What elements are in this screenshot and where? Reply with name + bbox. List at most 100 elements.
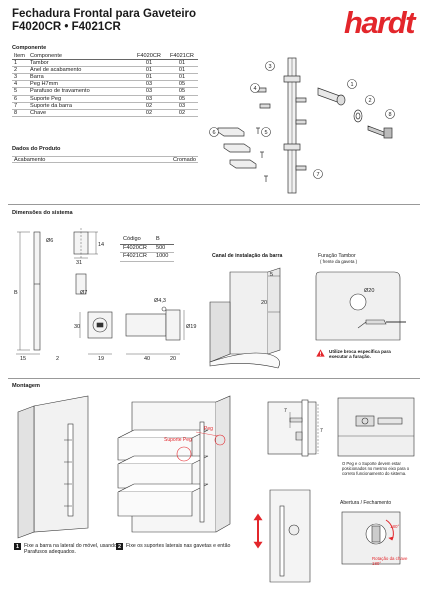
title-line-2: F4020CR • F4021CR xyxy=(12,21,121,33)
component-name-cell: Anel de acabamento xyxy=(30,67,82,74)
components-row: 1 Tambor 01 01 xyxy=(12,60,198,67)
component-name-cell: Chave xyxy=(30,109,47,116)
callout-5: 5 xyxy=(264,130,267,136)
component-f4020-cell: 02 xyxy=(145,109,153,116)
peg-label: Peg xyxy=(204,426,213,432)
col-item: Item xyxy=(12,53,28,61)
warning-icon xyxy=(316,349,325,357)
channel-dim-20: 20 xyxy=(261,300,267,306)
component-f4020-cell: 02 xyxy=(145,102,153,109)
component-item-cell: 7 xyxy=(14,102,18,109)
component-item-cell: 8 xyxy=(14,109,18,116)
dim-d15: 15 xyxy=(20,356,26,362)
code-header-row: Código B xyxy=(120,236,175,245)
component-f4021-cell: 01 xyxy=(178,67,186,74)
suporte-peg-label: Suporte Peg xyxy=(164,437,192,443)
divider-2 xyxy=(8,378,420,379)
components-header-row: Item Componente F4020CR F4021CR xyxy=(12,53,198,61)
components-row: 5 Parafuso de travamento 03 05 xyxy=(12,88,198,96)
peg-alignment-drawing: 7 7 xyxy=(267,399,323,457)
dim-d19b: 19 xyxy=(98,356,104,362)
mounting-step2-drawing: Suporte Peg Peg xyxy=(117,395,231,533)
component-item-cell: 6 xyxy=(14,95,18,102)
key-rotation-drawing: 180° xyxy=(341,511,401,565)
code-row: F4020CR 500 xyxy=(120,244,175,253)
mounting-step1-drawing xyxy=(17,395,89,539)
align-dim-7b: 7 xyxy=(320,428,323,434)
dim-d7: Ø7 xyxy=(80,290,87,296)
code-cell: F4021CR xyxy=(120,252,153,262)
code-b-cell: 500 xyxy=(152,244,175,253)
code-header-b: B xyxy=(152,236,175,245)
dimensions-section-label: Dimensões do sistema xyxy=(12,210,73,216)
product-data-label: Dados do Produto xyxy=(12,146,61,152)
component-f4021-cell: 01 xyxy=(178,74,186,81)
callout-2: 2 xyxy=(368,98,371,104)
mounting-section-label: Montagem xyxy=(12,383,40,389)
dim-d2: 2 xyxy=(56,356,59,362)
component-item-cell: 2 xyxy=(14,67,18,74)
component-name-cell: Tambor xyxy=(30,60,49,67)
callout-7: 7 xyxy=(316,172,319,178)
rotation-label: Rotação da chave 180° xyxy=(372,556,408,566)
component-f4020-cell: 01 xyxy=(145,74,153,81)
component-f4021-cell: 05 xyxy=(178,81,186,88)
dimension-drawing: Ø6 14 31 Ø7 Ø4,3 30 Ø19 B 15 2 19 40 20 xyxy=(14,228,196,362)
col-component: Componente xyxy=(28,53,132,61)
components-table: Item Componente F4020CR F4021CR 1 Tambor 0… xyxy=(12,53,198,117)
code-header-code: Código xyxy=(120,236,153,245)
finish-label: Acabamento xyxy=(14,157,46,163)
component-item-cell: 5 xyxy=(14,88,18,95)
component-f4021-cell: 02 xyxy=(178,109,186,116)
angle-label: 180° xyxy=(390,524,400,529)
component-f4020-cell: 03 xyxy=(145,95,153,102)
step-2-text: Fixe os suportes laterais nas gavetas e … xyxy=(126,543,231,549)
dim-d30: 30 xyxy=(74,324,80,330)
component-f4021-cell: 05 xyxy=(178,95,186,102)
components-row: 2 Anel de acabamento 01 01 xyxy=(12,67,198,74)
dim-d31: 31 xyxy=(76,260,82,266)
step-2-number: 2 xyxy=(116,543,123,550)
code-cell: F4020CR xyxy=(120,244,153,253)
dim-B: B xyxy=(14,290,18,296)
code-table: Código B F4020CR 500 F4021CR 1000 xyxy=(120,236,175,262)
open-close-title: Abertura / Fechamento xyxy=(340,500,392,506)
callout-6: 6 xyxy=(212,130,215,136)
title-line-1: Fechadura Frontal para Gaveteiro xyxy=(12,8,197,20)
callout-1: 1 xyxy=(350,82,353,88)
component-f4020-cell: 01 xyxy=(145,60,153,67)
align-dim-7: 7 xyxy=(284,408,287,414)
drill-dim-20: Ø20 xyxy=(364,288,374,294)
drill-warning: Utilize broca específica para executar a… xyxy=(316,349,408,360)
step-1: 1 Fixe a barra na lateral do móvel, usan… xyxy=(14,543,118,555)
component-f4020-cell: 03 xyxy=(145,81,153,88)
component-item-cell: 4 xyxy=(14,81,18,88)
dim-d20: 20 xyxy=(170,356,176,362)
drill-drawing: Ø20 xyxy=(315,271,406,341)
components-row: 4 Peg H7mm 03 05 xyxy=(12,81,198,88)
component-name-cell: Parafuso de travamento xyxy=(30,88,90,95)
component-f4020-cell: 03 xyxy=(145,88,153,95)
component-item-cell: 1 xyxy=(14,60,18,67)
code-b-cell: 1000 xyxy=(152,252,175,262)
dim-d19: Ø19 xyxy=(186,324,196,330)
product-data-row: Acabamento Cromado xyxy=(12,154,198,163)
component-f4020-cell: 01 xyxy=(145,67,153,74)
peg-alignment-photo-drawing xyxy=(337,397,415,457)
component-f4021-cell: 05 xyxy=(178,88,186,95)
components-section-label: Componente xyxy=(12,45,47,51)
component-name-cell: Peg H7mm xyxy=(30,81,58,88)
divider-1 xyxy=(8,204,420,205)
components-row: 8 Chave 02 02 xyxy=(12,109,198,117)
component-f4021-cell: 01 xyxy=(178,60,186,67)
code-row: F4021CR 1000 xyxy=(120,252,175,262)
brand-logo: hardt xyxy=(344,5,416,40)
step-1-text: Fixe a barra na lateral do móvel, usando… xyxy=(24,543,117,555)
document-title: Fechadura Frontal para Gaveteiro F4020CR… xyxy=(12,8,196,34)
col-f4021: F4021CR xyxy=(166,53,198,61)
drawer-side-drawing xyxy=(253,489,311,583)
step-1-number: 1 xyxy=(14,543,21,550)
